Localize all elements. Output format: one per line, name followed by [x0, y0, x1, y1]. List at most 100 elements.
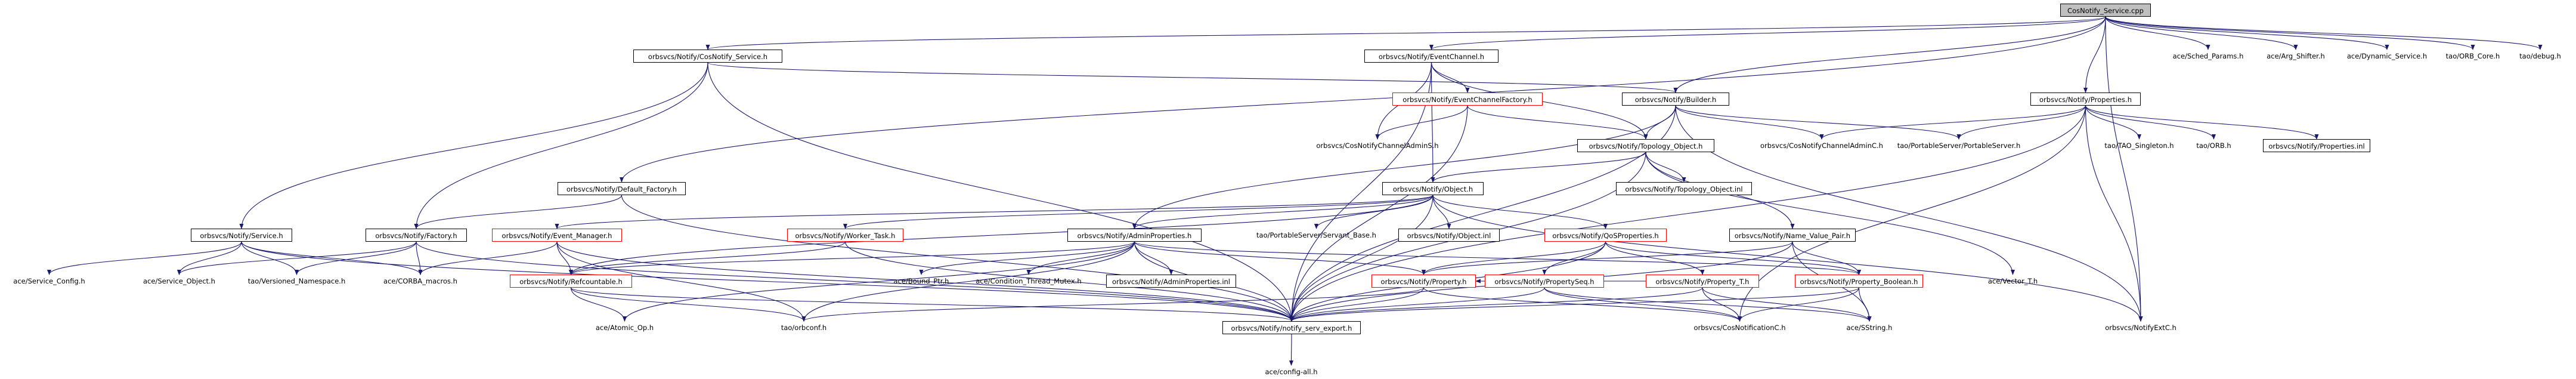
node-cosnotify-service-header[interactable]: orbsvcs/Notify/CosNotify_Service.h	[633, 50, 782, 63]
edge-adminproperties_h-to-property_boolean	[1134, 241, 1861, 275]
edge-adminproperties_h-to-bound_ptr	[919, 241, 1135, 275]
edge-propertyseq-to-cosnotificationc	[1544, 287, 1742, 322]
edge-qosproperties-to-property_h	[1422, 241, 1606, 275]
node-servant-base[interactable]: tao/PortableServer/Servant_Base.h	[1256, 231, 1376, 239]
node-sched-params[interactable]: ace/Sched_Params.h	[2172, 52, 2244, 60]
edge-builder_h-to-notify_serv_export	[1289, 105, 1676, 322]
node-tao-orb[interactable]: tao/ORB.h	[2196, 141, 2231, 150]
node-worker-task-header[interactable]: orbsvcs/Notify/Worker_Task.h	[787, 229, 903, 242]
node-service-object[interactable]: ace/Service_Object.h	[143, 277, 215, 285]
edge-name_value_pair-to-property_h	[1422, 241, 1793, 275]
node-vector-t[interactable]: ace/Vector_T.h	[1987, 277, 2038, 285]
edge-properties_h-to-cosnotifychanneladmin_c	[1819, 105, 2086, 140]
node-corba-macros[interactable]: ace/CORBA_macros.h	[383, 277, 457, 285]
edge-adminproperties_h-to-property_h	[1134, 241, 1426, 275]
node-adminproperties-header[interactable]: orbsvcs/Notify/AdminProperties.h	[1067, 229, 1202, 242]
node-topology-object-inline[interactable]: orbsvcs/Notify/Topology_Object.inl	[1616, 182, 1752, 195]
edge-eventchannelfactory_h-to-topology_object_h	[1467, 105, 1648, 140]
node-builder-header[interactable]: orbsvcs/Notify/Builder.h	[1622, 93, 1729, 106]
node-cosnotifychanneladmin-s[interactable]: orbsvcs/CosNotifyChannelAdminS.h	[1316, 141, 1439, 150]
node-name-value-pair-header[interactable]: orbsvcs/Notify/Name_Value_Pair.h	[1729, 229, 1856, 242]
node-condition-thread-mutex[interactable]: ace/Condition_Thread_Mutex.h	[976, 277, 1082, 285]
edge-root-to-properties_h	[2083, 16, 2106, 93]
edge-qosproperties-to-propertyseq	[1542, 241, 1606, 275]
node-event-manager-header[interactable]: orbsvcs/Notify/Event_Manager.h	[492, 229, 622, 242]
node-cosnotifychanneladmin-c[interactable]: orbsvcs/CosNotifyChannelAdminC.h	[1760, 141, 1883, 150]
edge-builder_h-to-adminproperties_h	[1132, 105, 1676, 229]
node-bound-ptr[interactable]: ace/Bound_Ptr.h	[893, 277, 949, 285]
edge-default_factory-to-notify_serv_export	[621, 195, 1294, 322]
edge-service_h-to-versioned_namespace	[241, 241, 299, 275]
edge-root-to-notifyextc	[2105, 16, 2143, 322]
edge-object_h-to-adminproperties_h	[1132, 195, 1433, 229]
node-adminproperties-inline[interactable]: orbsvcs/Notify/AdminProperties.inl	[1106, 275, 1236, 288]
edge-builder_h-to-portableserver	[1675, 105, 1961, 140]
node-versioned-namespace[interactable]: tao/Versioned_Namespace.h	[247, 277, 346, 285]
edge-properties_h-to-tao_singleton	[2085, 105, 2141, 140]
node-factory-header[interactable]: orbsvcs/Notify/Factory.h	[366, 229, 467, 242]
edge-root-to-builder_h	[1673, 16, 2106, 93]
edge-service_h-to-corba_macros	[241, 241, 423, 275]
node-notify-serv-export-header[interactable]: orbsvcs/Notify/notify_serv_export.h	[1222, 321, 1361, 334]
node-cosnotificationc[interactable]: orbsvcs/CosNotificationC.h	[1693, 323, 1786, 332]
edge-event_manager-to-notify_serv_export	[556, 241, 1294, 322]
node-notifyextc[interactable]: orbsvcs/NotifyExtC.h	[2105, 323, 2176, 332]
node-orbconf[interactable]: tao/orbconf.h	[781, 323, 827, 332]
node-propertyseq-header[interactable]: orbsvcs/Notify/PropertySeq.h	[1485, 275, 1604, 288]
node-atomic-op[interactable]: ace/Atomic_Op.h	[595, 323, 654, 332]
node-debug[interactable]: tao/debug.h	[2519, 52, 2561, 60]
edge-properties_h-to-properties_inl	[2085, 105, 2319, 140]
node-property-boolean-header[interactable]: orbsvcs/Notify/Property_Boolean.h	[1795, 275, 1923, 288]
edge-root-to-eventchannel_h	[1429, 16, 2106, 50]
edge-object_h-to-qosproperties	[1432, 195, 1608, 229]
node-properties-inline[interactable]: orbsvcs/Notify/Properties.inl	[2263, 139, 2370, 152]
node-sstring[interactable]: ace/SString.h	[1846, 323, 1893, 332]
edge-root-to-sched_params	[2105, 16, 2210, 50]
edge-cosnotify_service_h-to-factory_h	[414, 62, 708, 229]
edge-refcountable-to-atomic_op	[570, 287, 627, 322]
edge-refcountable-to-notify_serv_export	[570, 287, 1294, 322]
edge-eventchannel_h-to-object_h	[1431, 62, 1435, 183]
edge-factory_h-to-corba_macros	[416, 241, 423, 275]
node-property-header[interactable]: orbsvcs/Notify/Property.h	[1371, 275, 1476, 288]
edge-root-to-default_factory	[620, 16, 2106, 183]
node-config-all[interactable]: ace/config-all.h	[1265, 368, 1318, 376]
node-qosproperties-header[interactable]: orbsvcs/Notify/QoSProperties.h	[1544, 229, 1667, 242]
node-object-header[interactable]: orbsvcs/Notify/Object.h	[1382, 182, 1484, 195]
node-root-file[interactable]: CosNotify_Service.cpp	[2060, 4, 2151, 17]
edge-object_h-to-servant_base	[1314, 195, 1433, 229]
edge-property_h-to-orbconf	[801, 287, 1425, 322]
node-orb-core[interactable]: tao/ORB_Core.h	[2445, 52, 2500, 60]
edge-adminproperties_h-to-adminproperties_inl	[1134, 241, 1174, 275]
node-tao-singleton[interactable]: tao/TAO_Singleton.h	[2104, 141, 2174, 150]
edge-object_h-to-refcountable	[569, 195, 1433, 275]
edge-root-to-arg_shifter	[2105, 16, 2298, 50]
node-default-factory-header[interactable]: orbsvcs/Notify/Default_Factory.h	[558, 182, 686, 195]
edge-qosproperties-to-property_boolean	[1605, 241, 1861, 275]
edge-properties_h-to-portableserver	[1956, 105, 2086, 140]
node-arg-shifter[interactable]: ace/Arg_Shifter.h	[2267, 52, 2325, 60]
node-topology-object-header[interactable]: orbsvcs/Notify/Topology_Object.h	[1577, 139, 1714, 152]
node-properties-header[interactable]: orbsvcs/Notify/Properties.h	[2030, 93, 2141, 106]
edge-cosnotify_service_h-to-service_h	[239, 62, 708, 229]
node-dynamic-service[interactable]: ace/Dynamic_Service.h	[2346, 52, 2428, 60]
edge-adminproperties_h-to-orbconf	[801, 241, 1135, 322]
node-eventchannel-header[interactable]: orbsvcs/Notify/EventChannel.h	[1364, 50, 1498, 63]
node-object-inline[interactable]: orbsvcs/Notify/Object.inl	[1398, 229, 1500, 242]
node-portableserver[interactable]: tao/PortableServer/PortableServer.h	[1897, 141, 2021, 150]
edge-topology_object_h-to-object_h	[1431, 152, 1646, 183]
edge-service_h-to-service_config	[47, 241, 242, 275]
edge-service_h-to-service_object	[177, 241, 242, 275]
edge-adminproperties_h-to-condition_thread_mutex	[1026, 241, 1135, 275]
edge-object_h-to-object_inl	[1432, 195, 1451, 229]
node-property-t-header[interactable]: orbsvcs/Notify/Property_T.h	[1646, 275, 1759, 288]
edge-builder_h-to-notifyextc	[1675, 105, 2143, 322]
edge-name_value_pair-to-property_boolean	[1792, 241, 1861, 275]
node-service-config[interactable]: ace/Service_Config.h	[13, 277, 85, 285]
node-refcountable-header[interactable]: orbsvcs/Notify/Refcountable.h	[510, 275, 632, 288]
edge-propertyseq-to-notify_serv_export	[1289, 287, 1545, 322]
node-service-header[interactable]: orbsvcs/Notify/Service.h	[191, 229, 292, 242]
edge-properties_h-to-cosnotificationc	[1738, 105, 2086, 322]
node-eventchannelfactory-header[interactable]: orbsvcs/Notify/EventChannelFactory.h	[1392, 93, 1543, 106]
